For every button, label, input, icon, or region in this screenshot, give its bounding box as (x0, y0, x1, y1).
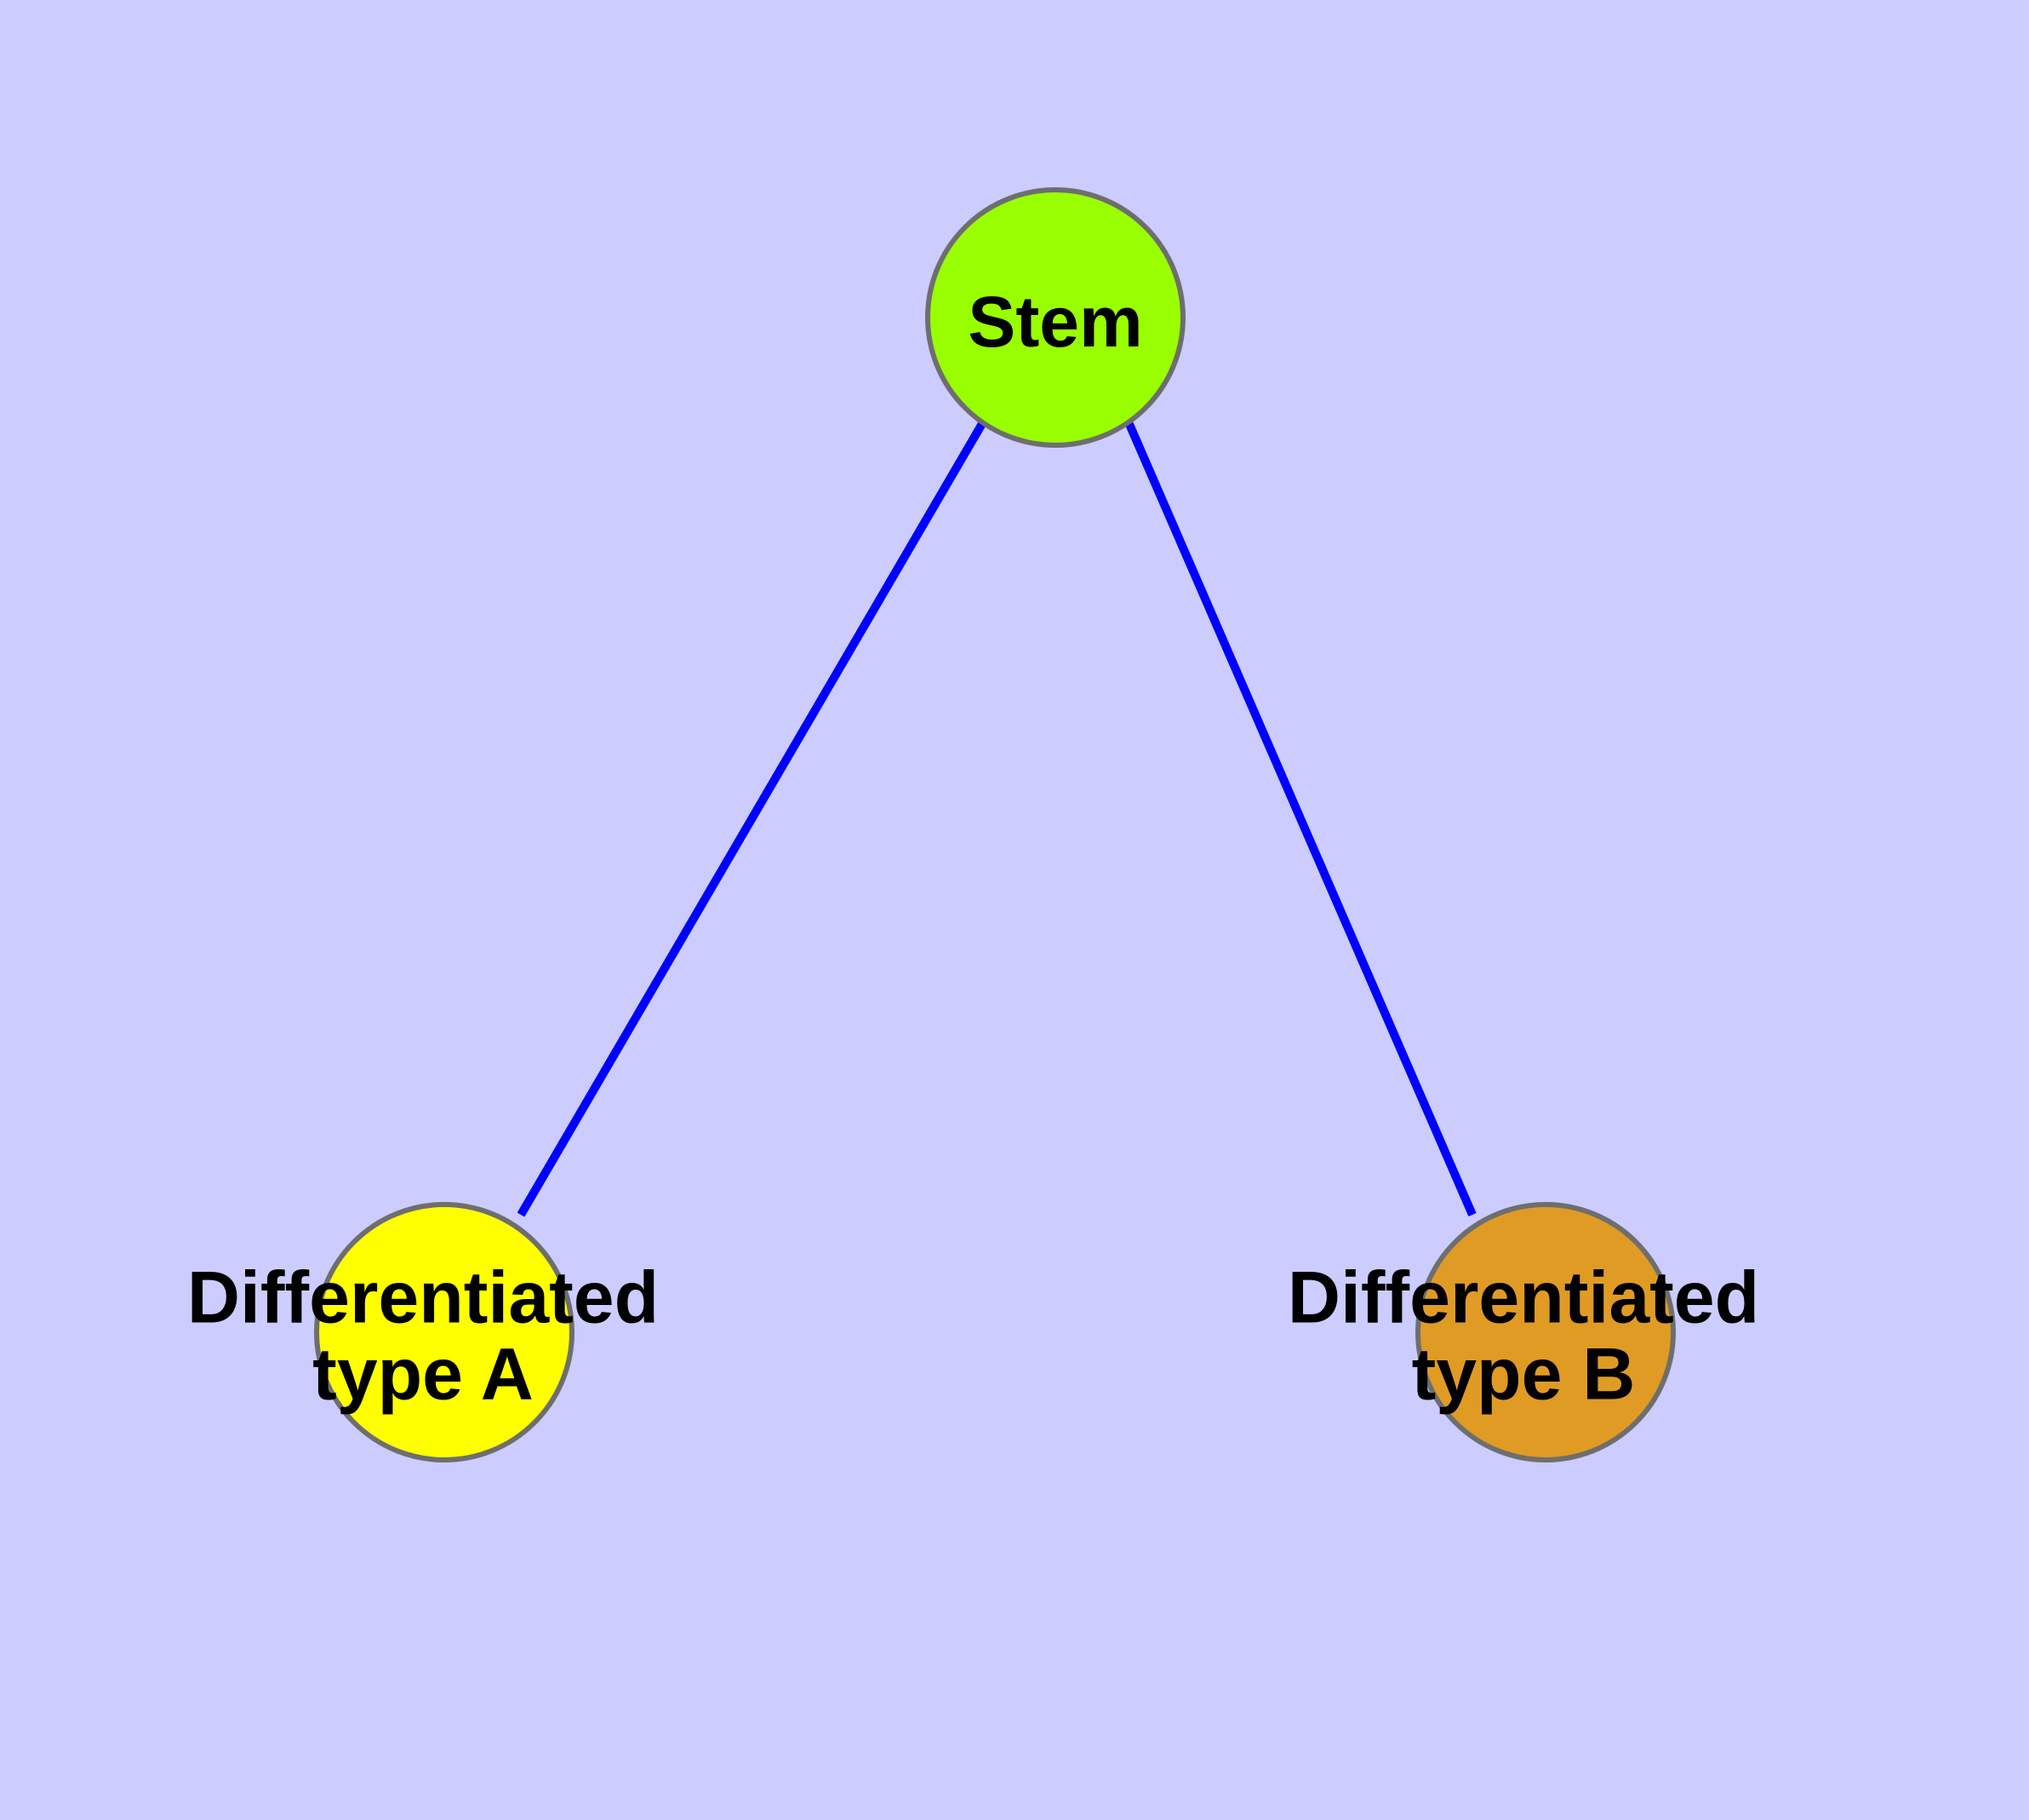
node-differentiated-type-b[interactable] (1415, 1202, 1676, 1462)
node-differentiated-type-a[interactable] (314, 1202, 574, 1462)
node-stem[interactable] (925, 187, 1186, 448)
edge-stem-to-differentiated-type-b[interactable] (1124, 421, 1477, 1216)
edge-stem-to-differentiated-type-a[interactable] (517, 420, 987, 1217)
edge-layer (517, 420, 1477, 1217)
node-layer (314, 187, 1676, 1462)
